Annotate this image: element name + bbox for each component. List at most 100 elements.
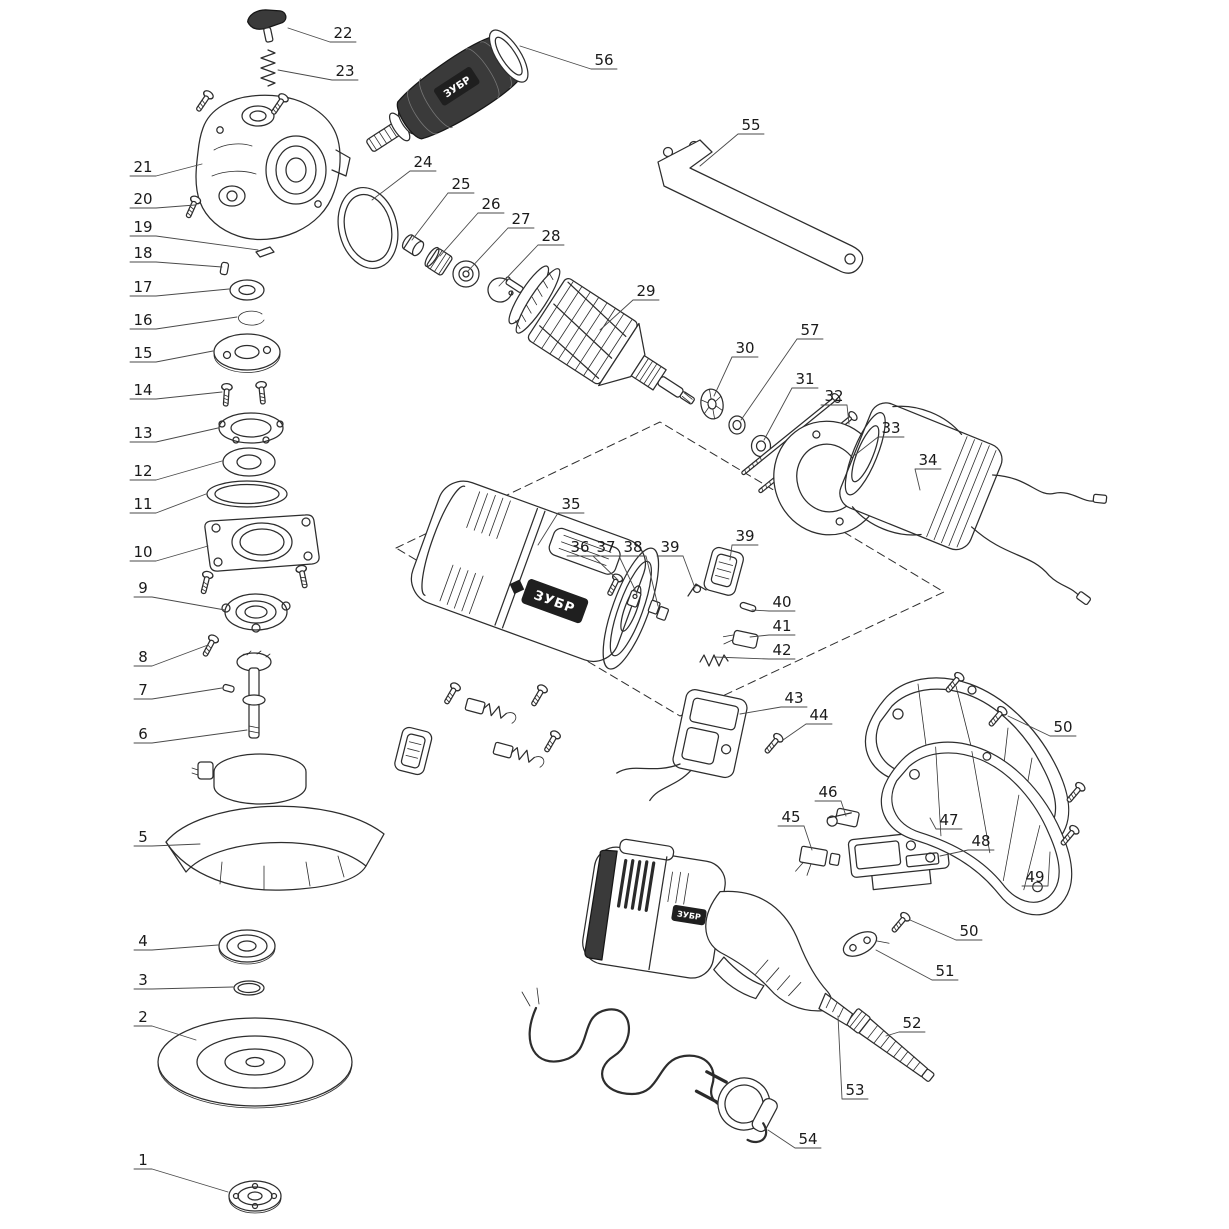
svg-text:32: 32 (824, 387, 843, 405)
brand-label-tool: ЗУБР (676, 909, 701, 922)
part-label-51: 51 (875, 949, 959, 981)
svg-text:2: 2 (138, 1008, 148, 1026)
svg-text:37: 37 (596, 538, 615, 556)
part-label-7: 7 (133, 681, 223, 700)
lock-button-spring (260, 49, 276, 87)
svg-text:24: 24 (413, 153, 432, 171)
clamp-plate-51 (842, 931, 890, 957)
power-cord (521, 987, 724, 1108)
svg-text:36: 36 (570, 538, 589, 556)
switch-block (616, 689, 748, 802)
part-label-1: 1 (133, 1151, 229, 1193)
svg-text:11: 11 (133, 495, 152, 513)
part-label-32: 32 (820, 387, 850, 425)
part-label-18: 18 (129, 244, 223, 268)
part-label-4: 4 (133, 932, 219, 951)
svg-text:10: 10 (133, 543, 152, 561)
svg-text:56: 56 (594, 51, 613, 69)
part-label-9: 9 (133, 579, 226, 611)
svg-text:17: 17 (133, 278, 152, 296)
screw (199, 632, 221, 659)
part-label-20: 20 (129, 190, 196, 209)
svg-text:45: 45 (781, 808, 800, 826)
part-label-44: 44 (782, 706, 833, 741)
part-label-26: 26 (439, 195, 505, 257)
svg-text:19: 19 (133, 218, 152, 236)
svg-text:57: 57 (800, 321, 819, 339)
screw (527, 682, 550, 709)
part-label-22: 22 (287, 24, 357, 43)
fan-guide-30 (700, 388, 724, 420)
svg-text:40: 40 (772, 593, 791, 611)
grinding-disc (157, 1017, 353, 1109)
part-label-10: 10 (129, 543, 209, 562)
motor-housing: ЗУБР (410, 480, 660, 670)
svg-text:34: 34 (918, 451, 937, 469)
svg-text:31: 31 (795, 370, 814, 388)
bearing-27 (452, 260, 480, 288)
sleeve-25 (401, 234, 425, 257)
svg-text:14: 14 (133, 381, 152, 399)
part-label-6: 6 (133, 725, 248, 744)
screw (219, 382, 233, 407)
pin-wrench (657, 139, 864, 274)
screw-44 (761, 731, 786, 757)
part-label-8: 8 (133, 644, 209, 667)
side-handle: ЗУБР (366, 29, 529, 152)
part-label-43: 43 (739, 689, 808, 715)
clamp-nut-1 (228, 1180, 282, 1214)
part-label-30: 30 (713, 339, 759, 397)
part-label-21: 21 (129, 158, 203, 177)
part-label-31: 31 (763, 370, 819, 441)
spindle-lock-button (247, 9, 287, 43)
part-label-47: 47 (929, 811, 963, 830)
part-label-36: 36 (566, 538, 619, 581)
bearing-57 (728, 415, 746, 435)
brush-cover (394, 726, 433, 776)
svg-text:6: 6 (138, 725, 148, 743)
connector-38 (647, 599, 670, 621)
svg-text:39: 39 (735, 527, 754, 545)
armature (505, 265, 695, 405)
carbon-brush (492, 741, 545, 768)
part-label-16: 16 (129, 311, 238, 330)
bracket-37 (626, 589, 642, 608)
screw (192, 88, 216, 115)
screw (197, 569, 215, 596)
wheel-guard (165, 805, 385, 891)
part-label-2: 2 (133, 1008, 197, 1041)
part-label-39: 39 (729, 527, 759, 561)
svg-text:27: 27 (511, 210, 530, 228)
part-labels: 2223565521201918171615141312111098765432… (129, 24, 1077, 1193)
part-label-5: 5 (133, 828, 201, 847)
part-label-34: 34 (914, 451, 942, 491)
svg-text:44: 44 (809, 706, 828, 724)
part-label-14: 14 (129, 381, 223, 400)
svg-text:39: 39 (660, 538, 679, 556)
svg-text:38: 38 (623, 538, 642, 556)
svg-text:13: 13 (133, 424, 152, 442)
part-label-12: 12 (129, 460, 223, 481)
capacitor-41 (722, 629, 759, 649)
svg-text:48: 48 (971, 832, 990, 850)
svg-text:5: 5 (138, 828, 148, 846)
cord-guard (846, 1008, 935, 1082)
svg-text:22: 22 (333, 24, 352, 42)
svg-text:4: 4 (138, 932, 148, 950)
svg-text:30: 30 (735, 339, 754, 357)
svg-text:20: 20 (133, 190, 152, 208)
brush-cover-39 (703, 546, 744, 596)
part-label-33: 33 (854, 419, 905, 456)
seal-ring-24 (337, 186, 399, 270)
part-label-15: 15 (129, 344, 214, 363)
part-label-41: 41 (749, 617, 796, 638)
part-label-35: 35 (537, 495, 585, 546)
svg-text:46: 46 (818, 783, 837, 801)
svg-text:18: 18 (133, 244, 152, 262)
svg-text:21: 21 (133, 158, 152, 176)
part-label-52: 52 (885, 1014, 926, 1037)
microswitch-46 (826, 807, 860, 828)
svg-text:1: 1 (138, 1151, 148, 1169)
